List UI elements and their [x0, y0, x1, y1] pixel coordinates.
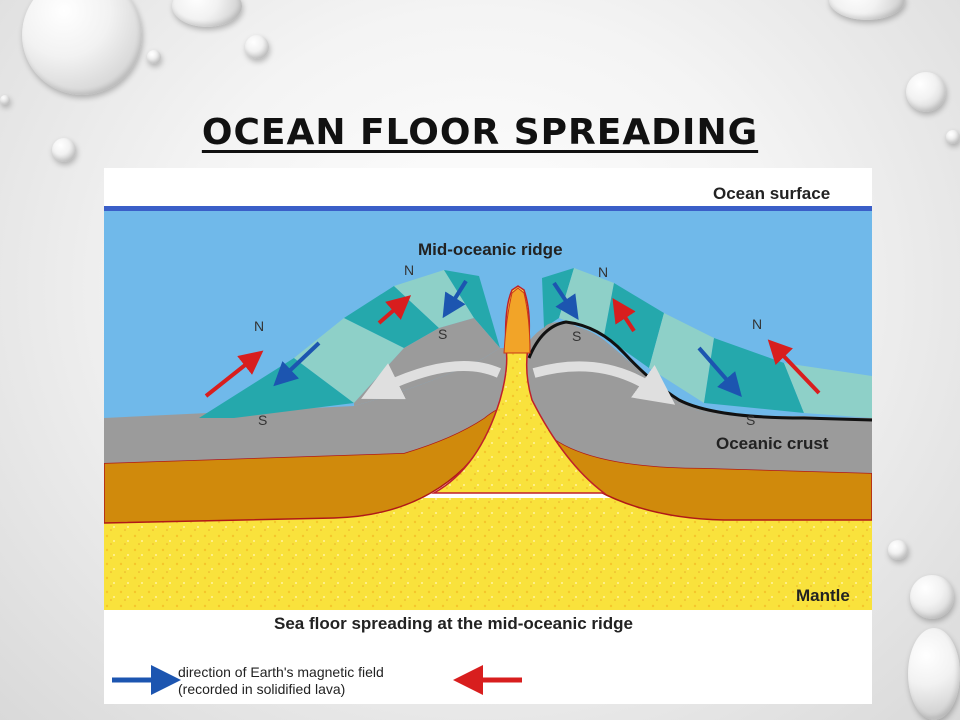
pole-label-north: N: [404, 262, 415, 278]
magnetic-arrow-reversed: [273, 341, 321, 387]
water-drop-decoration: [910, 575, 954, 619]
magnetic-arrow-reversed: [442, 279, 468, 319]
lithosphere-layer: [104, 404, 872, 524]
pole-label-south: S: [746, 412, 756, 428]
water-drop-decoration: [946, 130, 960, 144]
pole-label-south: S: [438, 326, 448, 342]
oceanic-crust-label: Oceanic crust: [716, 434, 829, 453]
pole-label-south: S: [572, 328, 582, 344]
lava-column: [503, 287, 531, 354]
magnetic-arrow-normal: [377, 295, 412, 325]
pole-label-north: N: [254, 318, 265, 334]
slide-title: OCEAN FLOOR SPREADING: [201, 112, 759, 153]
diagram-graphic: [104, 206, 872, 695]
legend-text-line2: (recorded in solidified lava): [178, 681, 346, 697]
diagram-caption: Sea floor spreading at the mid-oceanic r…: [274, 614, 633, 633]
water-drop-decoration: [829, 0, 905, 20]
sea-floor-spreading-diagram: Ocean surface Mid-oceanic ridge Oceanic …: [104, 168, 872, 704]
legend-text-line1: direction of Earth's magnetic field: [178, 664, 384, 680]
water-drop-decoration: [245, 35, 269, 59]
magnetic-arrow-normal: [767, 339, 821, 395]
water-drop-decoration: [147, 50, 161, 64]
mantle-label: Mantle: [796, 586, 850, 605]
crust-boundary-line: [527, 320, 872, 422]
water-drop-decoration: [22, 0, 142, 95]
ocean-surface-line: [104, 206, 872, 211]
ocean-surface-label: Ocean surface: [713, 184, 831, 203]
water-drop-decoration: [906, 72, 946, 112]
water-drop-decoration: [888, 540, 908, 560]
magnetic-arrow-normal: [612, 297, 636, 333]
spreading-arrow-left: [361, 361, 502, 400]
water-drop-decoration: [908, 628, 960, 720]
water-drop-decoration: [172, 0, 242, 27]
spreading-arrow-right: [532, 361, 676, 405]
water-drop-decoration: [0, 95, 10, 105]
pole-label-south: S: [258, 412, 268, 428]
ridge-label: Mid-oceanic ridge: [418, 240, 563, 259]
oceanic-crust-layer: [104, 322, 872, 473]
water-drop-decoration: [52, 138, 76, 162]
pole-label-north: N: [752, 316, 763, 332]
magnetic-arrow-reversed: [697, 346, 742, 398]
ridge-left-flank: [199, 270, 500, 418]
pole-label-north: N: [598, 264, 609, 280]
magnetic-arrow-reversed: [552, 281, 579, 320]
magnetic-arrow-normal: [204, 350, 264, 398]
